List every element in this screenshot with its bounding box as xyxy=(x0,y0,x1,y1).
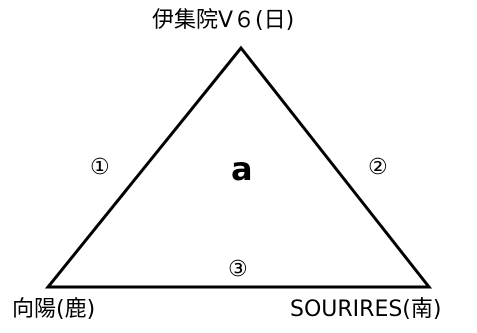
right-edge-number: ② xyxy=(368,155,388,180)
center-group-label: a xyxy=(231,150,253,188)
bottom-left-vertex-label: 向陽(鹿) xyxy=(12,297,96,322)
top-vertex-label: 伊集院V６(日) xyxy=(152,8,295,33)
left-edge-number: ① xyxy=(90,155,110,180)
triangle-outline xyxy=(44,45,433,289)
bottom-edge-number: ③ xyxy=(228,257,248,282)
bottom-right-vertex-label: SOURIRES(南) xyxy=(290,297,442,322)
